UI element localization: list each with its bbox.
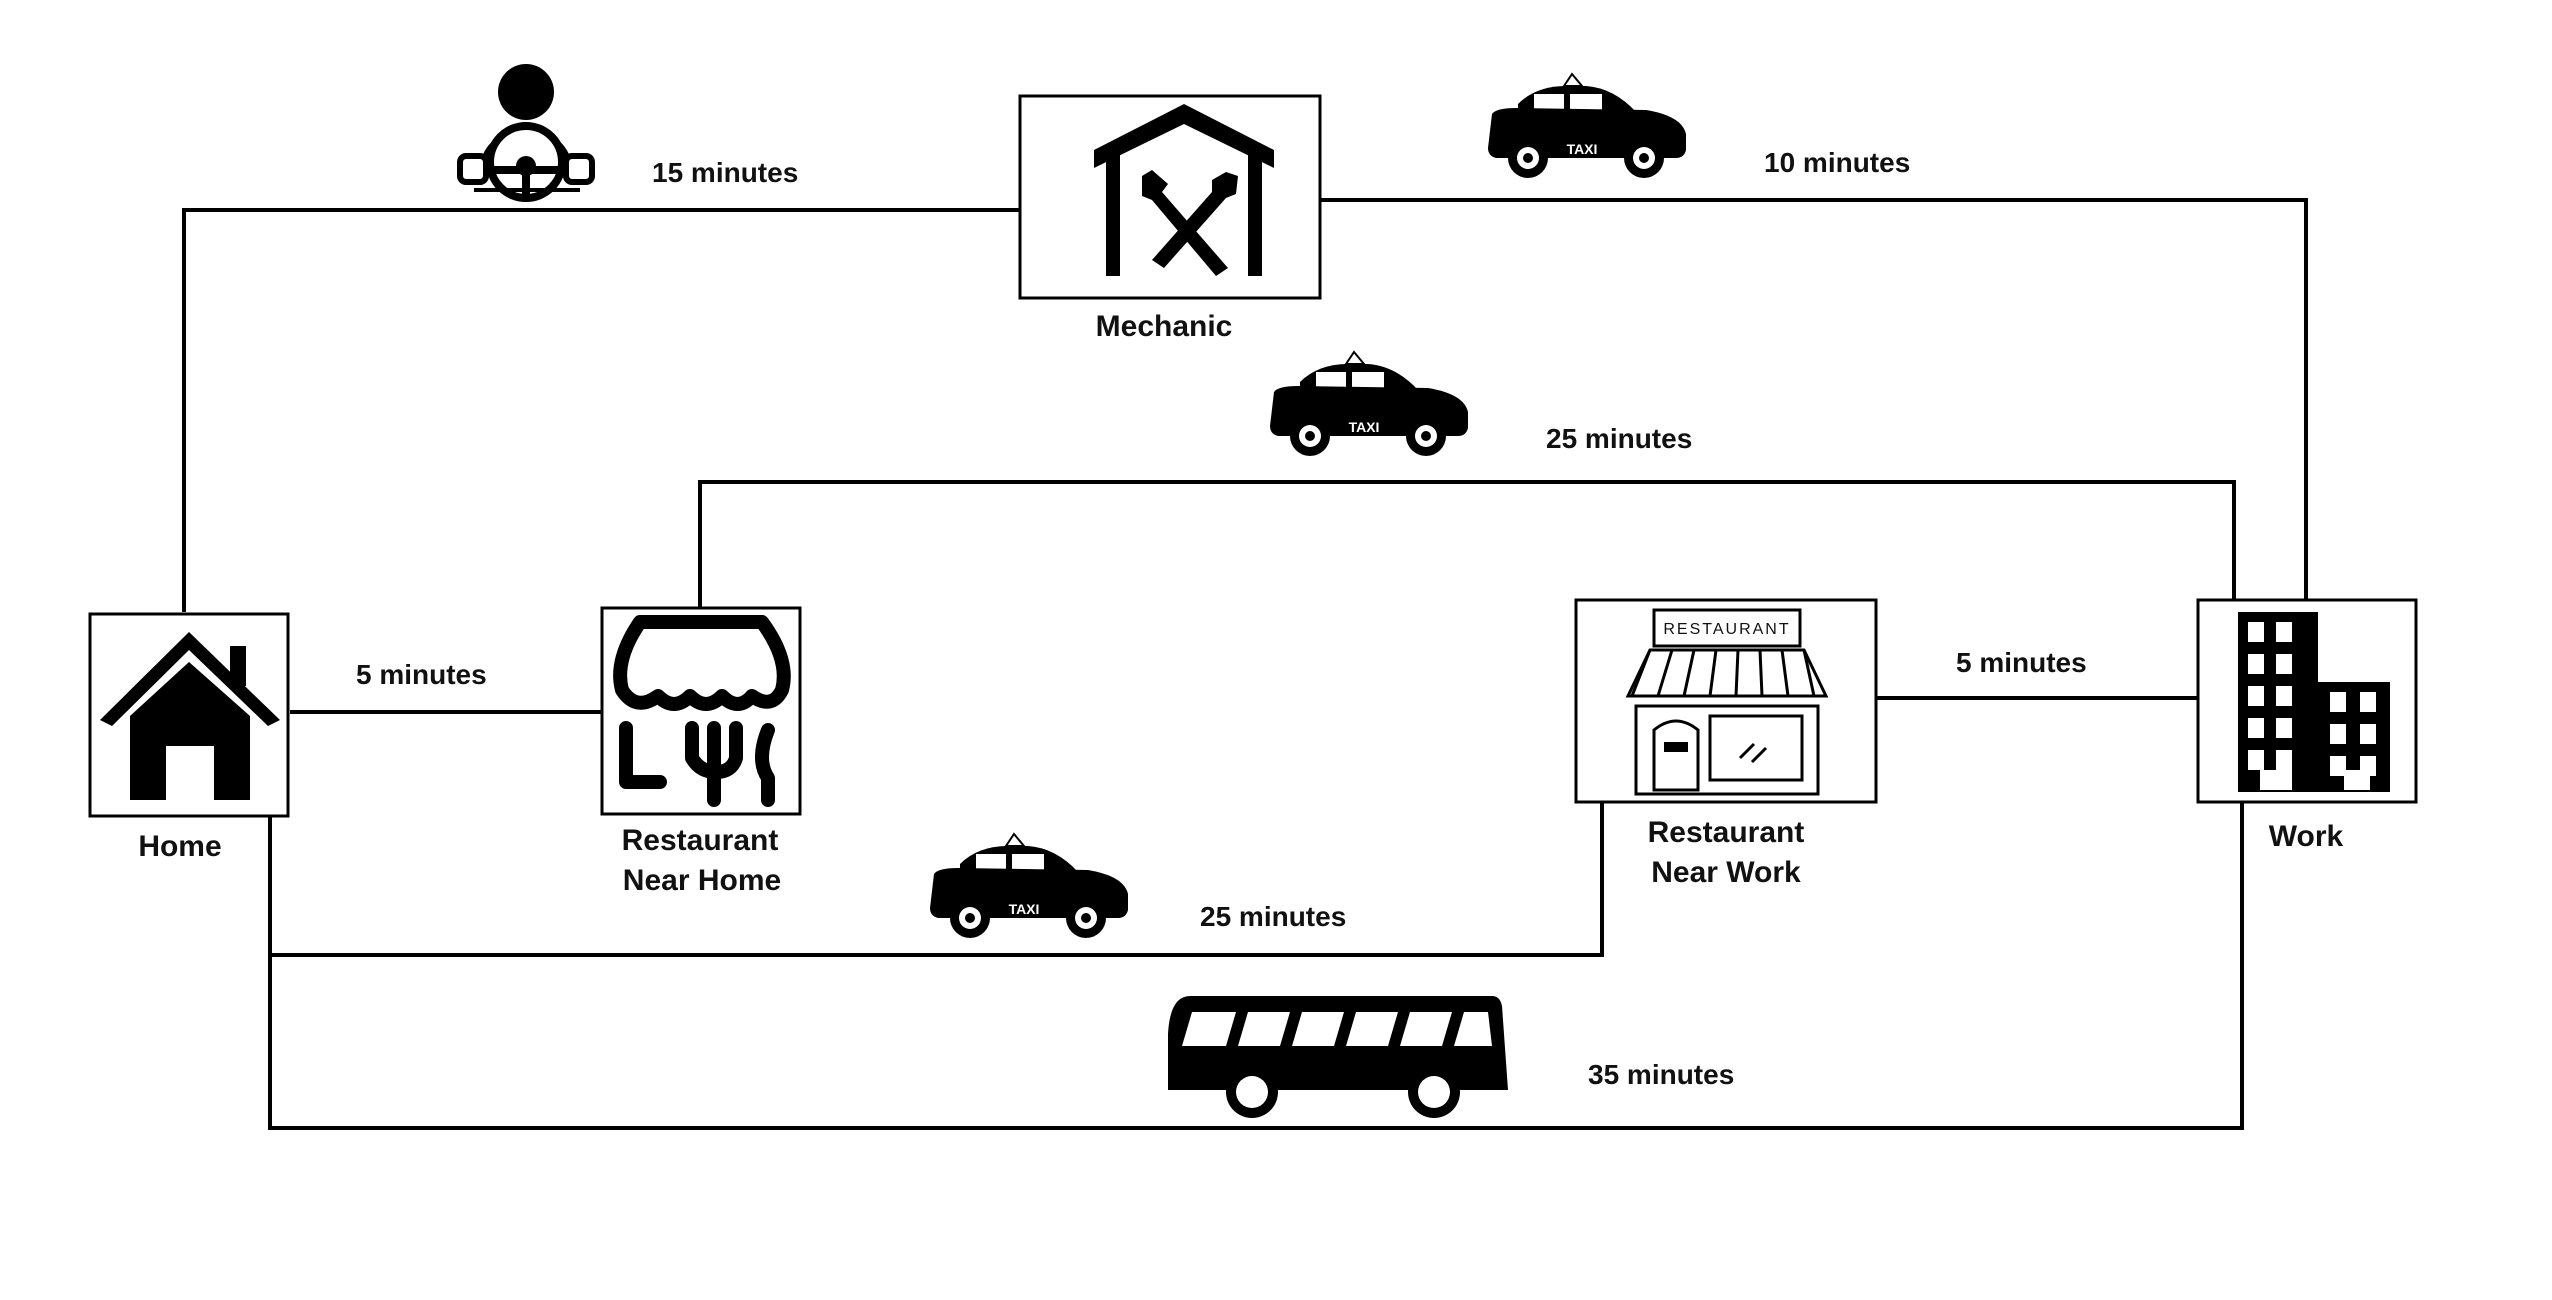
route-time-home-restwork: 25 minutes bbox=[1200, 901, 1346, 932]
route-time-mechanic-work: 10 minutes bbox=[1764, 147, 1910, 178]
restaurant-sign-text: RESTAURANT bbox=[1663, 621, 1790, 638]
node-label-mechanic: Mechanic bbox=[1096, 310, 1233, 343]
route-line-mechanic-work bbox=[1320, 198, 2308, 600]
route-lines bbox=[182, 198, 2308, 1130]
node-mechanic: Mechanic bbox=[1018, 94, 1322, 343]
taxi-sign-text: TAXI bbox=[1009, 901, 1040, 917]
route-time-home-work-bus: 35 minutes bbox=[1588, 1059, 1734, 1090]
driver-icon bbox=[457, 64, 595, 202]
taxi-sign-text: TAXI bbox=[1567, 141, 1598, 157]
route-line-resthome-work bbox=[698, 480, 2236, 612]
garage-tools-icon bbox=[1094, 104, 1274, 276]
taxi-sign-text: TAXI bbox=[1349, 419, 1380, 435]
node-label-work: Work bbox=[2269, 820, 2344, 853]
route-time-home-mechanic: 15 minutes bbox=[652, 157, 798, 188]
bus-icon bbox=[1168, 996, 1508, 1118]
taxi-icon: TAXI bbox=[929, 833, 1129, 939]
restaurant-storefront-icon: RESTAURANT bbox=[1625, 608, 1829, 796]
route-line-home-mechanic bbox=[182, 208, 1020, 612]
node-work: Work bbox=[2196, 598, 2418, 853]
node-label-line2: Near Work bbox=[1651, 856, 1801, 889]
route-time-restwork-work: 5 minutes bbox=[1956, 647, 2087, 678]
route-time-resthome-work: 25 minutes bbox=[1546, 423, 1692, 454]
route-time-home-resthome: 5 minutes bbox=[356, 659, 487, 690]
node-restaurant-near-home: Restaurant Near Home bbox=[600, 606, 802, 897]
node-label-line1: Restaurant bbox=[1648, 816, 1805, 849]
house-icon bbox=[100, 632, 280, 800]
node-restaurant-near-work: RESTAURANT Restaurant Near Work bbox=[1574, 598, 1878, 889]
office-building-icon bbox=[2238, 612, 2390, 792]
node-label-line1: Restaurant bbox=[622, 824, 779, 857]
restaurant-awning-icon bbox=[613, 615, 791, 807]
node-label-home: Home bbox=[138, 830, 221, 863]
route-line-home-restwork bbox=[268, 802, 1604, 957]
route-line-home-work-bus bbox=[268, 802, 2244, 1130]
taxi-icon: TAXI bbox=[1269, 351, 1469, 457]
node-label-line2: Near Home bbox=[623, 864, 781, 897]
taxi-icon: TAXI bbox=[1487, 73, 1687, 179]
node-home: Home bbox=[88, 612, 290, 863]
